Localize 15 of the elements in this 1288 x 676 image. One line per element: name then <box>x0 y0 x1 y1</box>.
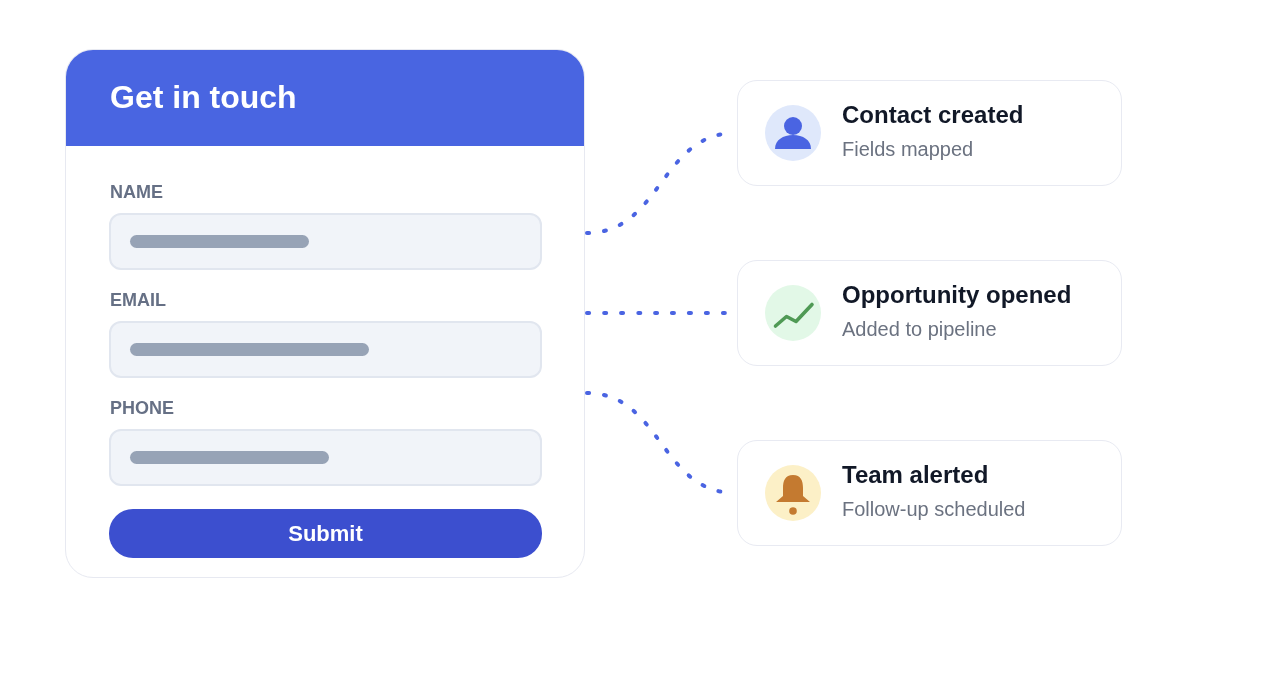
form-title: Get in touch <box>110 78 297 116</box>
field-label: PHONE <box>110 397 174 419</box>
card-subtitle: Follow-up scheduled <box>842 497 1026 521</box>
card-subtitle: Fields mapped <box>842 137 974 161</box>
field-label: EMAIL <box>110 289 166 311</box>
card-title: Team alerted <box>842 461 989 489</box>
submit-button: Submit <box>109 509 542 558</box>
card-subtitle: Added to pipeline <box>842 317 997 341</box>
outcome-card <box>737 440 1122 546</box>
field-label: NAME <box>110 181 163 203</box>
card-title: Opportunity opened <box>842 281 1072 309</box>
card-title: Contact created <box>842 101 1024 129</box>
form-card <box>65 49 585 578</box>
outcome-card <box>737 80 1122 186</box>
outcome-card <box>737 260 1122 366</box>
